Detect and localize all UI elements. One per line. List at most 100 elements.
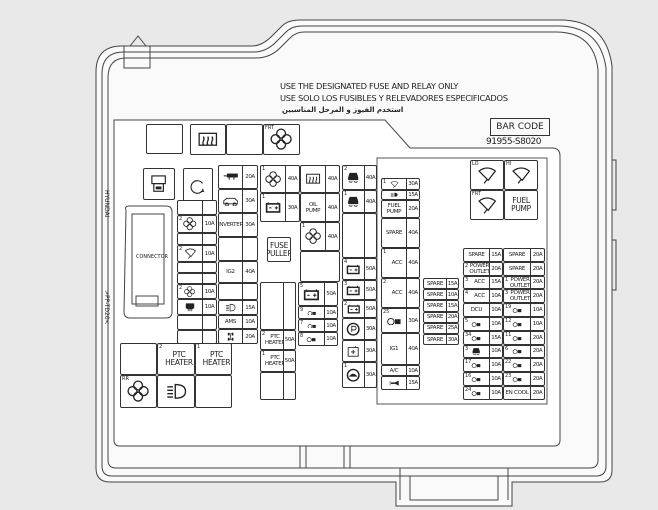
- fuse-rating: 50A: [324, 283, 337, 305]
- fuse-rating: 15A: [489, 276, 502, 289]
- fuse-rating: [202, 201, 216, 214]
- fuse-horn: 15A: [381, 376, 420, 390]
- fuse-rating: 10A: [489, 373, 502, 385]
- cell-body: LO: [471, 161, 503, 189]
- fuse-mirror-heat: 10A: [177, 299, 217, 315]
- fuse-rating: 20A: [530, 262, 544, 275]
- cell-body: SPARE: [382, 219, 406, 247]
- fuse-rating: 50A: [283, 331, 295, 349]
- cell-number: HI: [506, 161, 512, 167]
- fuse-rating: 50A: [364, 259, 376, 279]
- module-icon: [346, 344, 360, 358]
- cell-label: ACC: [391, 260, 403, 266]
- fuse-fan: 2 10A: [177, 284, 217, 299]
- foglamp-icon: [390, 192, 398, 198]
- cell-number: 1: [383, 249, 387, 255]
- fuse-rating: 40A: [406, 334, 419, 364]
- fuse-foglamp: 15A: [381, 190, 420, 200]
- relay-icon: [306, 336, 317, 342]
- cell-label: SPARE: [426, 336, 444, 343]
- cell-body: [227, 125, 262, 154]
- fuse-rating: [202, 331, 216, 343]
- fuse-rating: 10A: [202, 285, 216, 298]
- cell-body: EN COOL: [504, 387, 530, 399]
- cell-body: 1: [301, 223, 325, 250]
- fuse-blank: [177, 315, 217, 330]
- cell-number: 2: [179, 246, 183, 252]
- fan-icon: [127, 380, 150, 403]
- fuse-rating: 10A: [489, 290, 502, 303]
- cell-number: 2: [179, 285, 183, 291]
- cell-body: [219, 166, 242, 188]
- fuse-suv: 30A: [218, 189, 258, 213]
- fuse-defog: 40A: [300, 165, 340, 193]
- cell-number: 1: [344, 191, 348, 197]
- cell-label: IG2: [226, 269, 235, 275]
- cell-body: FRT: [264, 125, 299, 154]
- relay-wiper: HI: [504, 160, 538, 190]
- cell-body: 4: [343, 259, 364, 279]
- cell-body: FUEL PUMP: [382, 201, 406, 217]
- rotate-icon: [189, 178, 207, 196]
- fan-icon: [270, 128, 293, 151]
- wiper-icon: [477, 195, 497, 215]
- fuse-rating: 20A: [530, 345, 544, 358]
- fuse-rating: 20A: [530, 373, 544, 385]
- cell-number: 17: [465, 359, 472, 366]
- cell-label: POWER OUTLET: [509, 290, 530, 303]
- cell-body: [219, 238, 242, 260]
- fuse-rating: 30A: [364, 319, 376, 339]
- fuse-rating: 10A: [489, 345, 502, 358]
- fuse-awd: 20A: [218, 329, 258, 344]
- cell-body: [178, 201, 202, 214]
- relay-blank: [120, 343, 157, 375]
- cell-number: 4: [344, 259, 348, 265]
- cell-body: 1: [261, 194, 285, 221]
- cell-label: POWER OUTLET: [469, 262, 489, 275]
- fuse-rating: 10A: [242, 316, 257, 328]
- relay-fuel-pump: FUEL PUMP: [504, 190, 538, 220]
- fuse-rating: 15A: [406, 377, 419, 389]
- cell-body: [178, 263, 202, 272]
- cell-number: 2: [344, 166, 348, 172]
- fuse-rating: 20A: [530, 387, 544, 399]
- fuse-rating: 40A: [364, 166, 376, 189]
- cell-label: A/C: [389, 367, 399, 374]
- cell-label: OIL PUMP: [305, 201, 321, 214]
- fuse-rating: 10A: [489, 318, 502, 330]
- relay-fan: FRT: [263, 124, 300, 155]
- cell-body: [219, 190, 242, 212]
- battery-icon: [346, 283, 360, 297]
- fuse-module: 30A: [342, 340, 377, 362]
- cell-body: [121, 344, 156, 374]
- material-mark: >PP-TD20<: [103, 290, 110, 325]
- cell-number: 22: [505, 359, 512, 366]
- cell-body: [178, 331, 202, 343]
- brand-mark: HYUNDAI: [103, 190, 110, 218]
- barcode-label: BAR CODE: [490, 118, 550, 136]
- fuse-parking: 30A: [342, 318, 377, 340]
- relay-icon: [512, 321, 522, 327]
- cell-body: [219, 330, 242, 343]
